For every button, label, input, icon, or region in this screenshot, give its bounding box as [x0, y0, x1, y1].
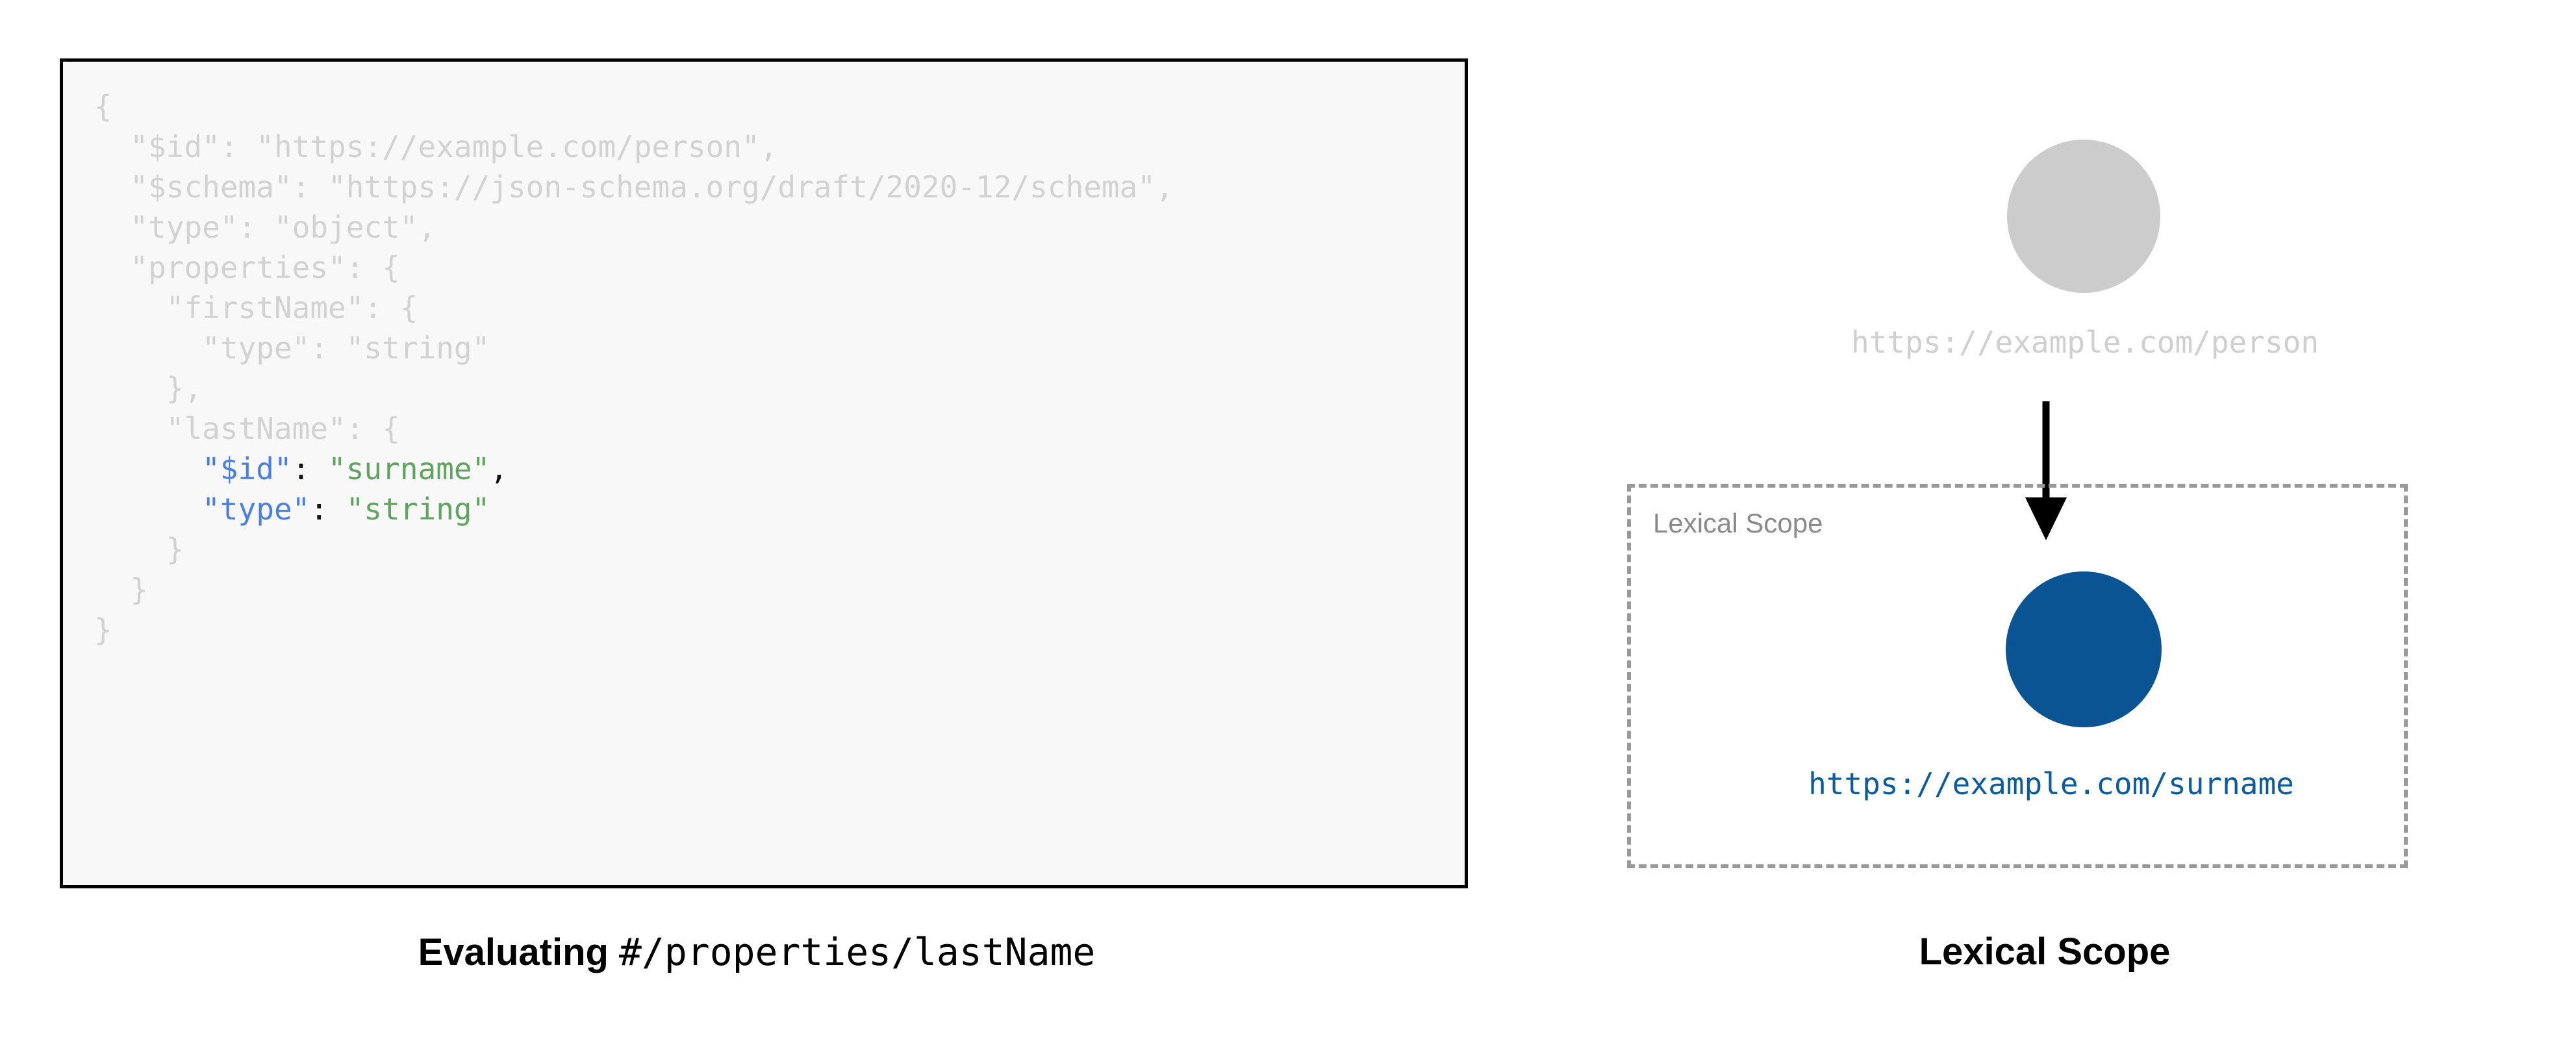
code-line: }	[94, 572, 149, 607]
code-line: },	[94, 371, 203, 406]
code-line: "$id": "surname",	[94, 449, 1174, 489]
code-token-key: "$id"	[202, 451, 292, 486]
left-panel-caption: Evaluating #/properties/lastName	[0, 930, 1513, 974]
root-node-circle	[2007, 140, 2160, 293]
lexical-scope-inline-label: Lexical Scope	[1653, 508, 1823, 538]
code-line: "type": "string"	[94, 331, 490, 366]
code-token-string: "surname"	[328, 451, 490, 486]
code-line: "$schema": "https://json-schema.org/draf…	[94, 169, 1174, 205]
code-line: "type": "object",	[94, 210, 436, 245]
code-line: "$id": "https://example.com/person",	[94, 129, 778, 164]
code-token-key: "type"	[202, 492, 310, 527]
down-arrow-icon	[2025, 401, 2067, 540]
lexical-scope-box	[1627, 484, 2408, 868]
right-panel-caption: Lexical Scope	[1919, 931, 2171, 973]
code-token-string: "string"	[346, 492, 490, 527]
code-listing: { "$id": "https://example.com/person", "…	[94, 86, 1174, 650]
code-token-punctuation: ,	[490, 451, 508, 486]
lexical-scope-diagram-panel: https://example.com/person Lexical Scope…	[1513, 0, 2576, 1039]
scoped-node-label: https://example.com/surname	[1808, 766, 2294, 801]
caption-strong-text: Evaluating	[418, 931, 620, 973]
code-block: { "$id": "https://example.com/person", "…	[60, 58, 1468, 888]
code-line: {	[94, 89, 112, 124]
code-line: }	[94, 612, 112, 647]
code-token-punctuation: :	[310, 492, 346, 527]
code-line: "type": "string"	[94, 489, 1174, 529]
root-node-label: https://example.com/person	[1850, 325, 2319, 360]
code-line: "properties": {	[94, 250, 400, 285]
code-example-panel: { "$id": "https://example.com/person", "…	[0, 58, 1513, 974]
code-token-punctuation: :	[292, 451, 329, 486]
code-line: "lastName": {	[94, 411, 400, 446]
code-line: }	[94, 532, 184, 567]
scoped-node-circle	[2006, 571, 2162, 727]
code-line: "firstName": {	[94, 290, 418, 325]
caption-json-pointer: #/properties/lastName	[619, 930, 1096, 974]
